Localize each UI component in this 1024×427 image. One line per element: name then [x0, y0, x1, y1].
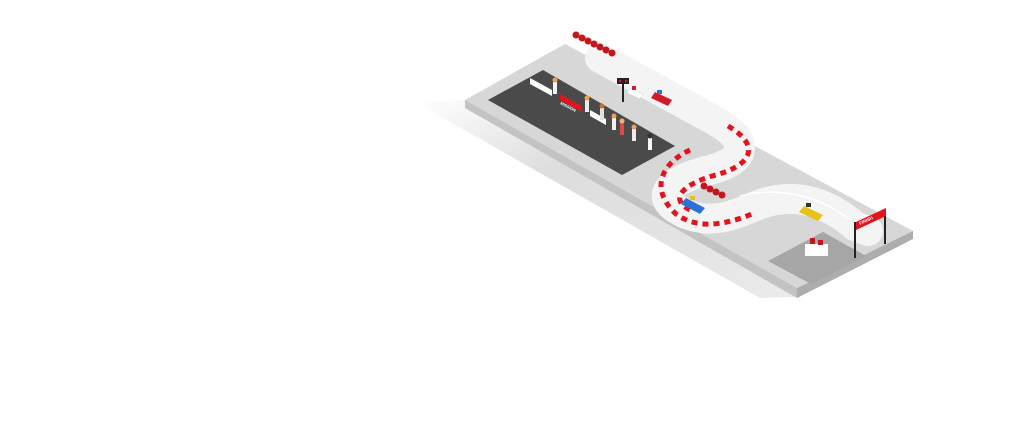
pit-floor: [488, 70, 675, 175]
tyre-barrier-icon: [572, 31, 616, 57]
track-surface: [585, 43, 883, 246]
tyre-barrier-icon: [700, 182, 726, 199]
kart-icon: [799, 203, 823, 221]
platform-side-right: [797, 231, 913, 298]
start-light-icon: [617, 78, 629, 102]
finish-gate-icon: FINISH: [854, 208, 886, 258]
spectator-icon: [552, 77, 653, 150]
platform-shadow: [415, 100, 797, 298]
kart-icon: [651, 90, 672, 106]
curb-inner: [658, 147, 753, 227]
kart-icon: [626, 86, 644, 100]
finish-banner-board: [856, 208, 886, 230]
podium-icon: [805, 238, 828, 256]
podium-area: [768, 232, 866, 284]
pit-area: [488, 70, 675, 175]
racing-line: [739, 191, 851, 221]
race-track: [585, 43, 883, 246]
curb-outer: [677, 123, 751, 213]
platform-side-left: [465, 100, 797, 298]
kart-icon: [681, 196, 705, 214]
finish-banner-text: FINISH: [858, 215, 873, 226]
